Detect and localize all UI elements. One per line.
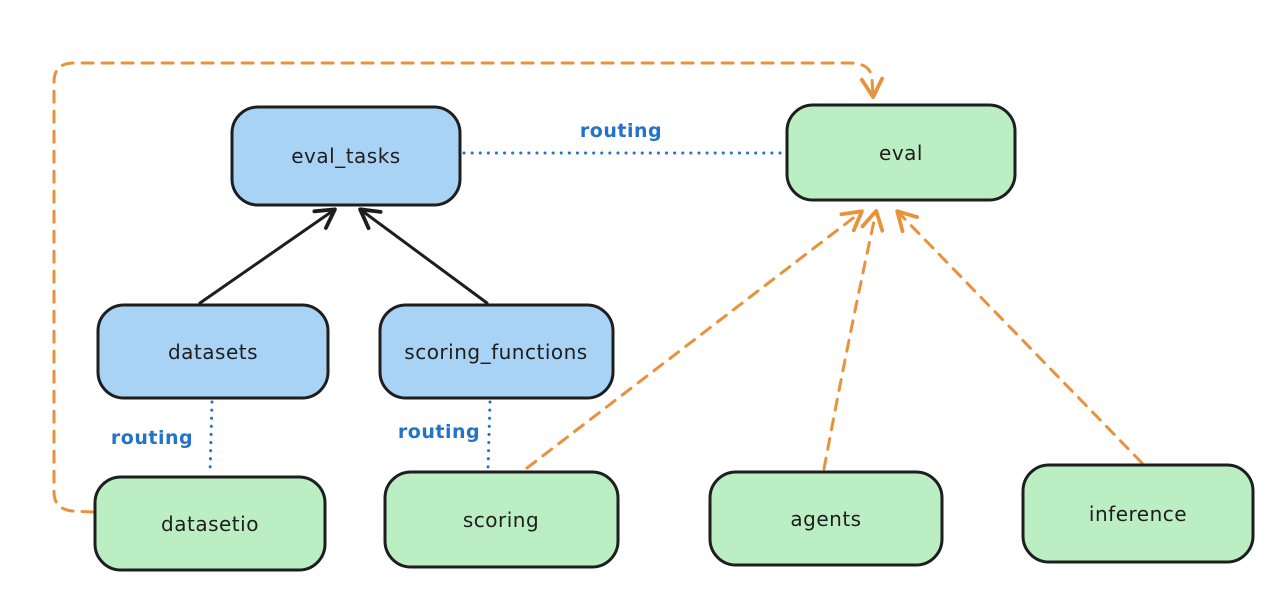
node-scoring-functions: scoring_functions [378,303,615,400]
node-scoring-box [383,470,620,569]
node-eval-tasks-box [230,105,462,207]
node-scoring: scoring [383,470,620,569]
node-datasetio-box [93,475,327,572]
node-scoring-functions-label: scoring_functions [404,340,587,364]
edge-scoring-functions-to-eval-tasks [358,207,489,305]
routing-label-top: routing [580,120,662,142]
node-datasetio: datasetio [93,475,327,572]
node-eval-tasks-label: eval_tasks [291,144,400,168]
node-inference-box [1021,463,1255,564]
edge-datasets-to-eval-tasks [198,207,337,305]
edge-inference-to-eval [895,209,1144,465]
node-scoring-label: scoring [463,508,539,532]
edge-scoring-functions-to-scoring [486,400,492,470]
node-agents-box [708,470,944,567]
node-agents-label: agents [790,507,861,531]
node-eval-tasks: eval_tasks [230,105,462,207]
routing-label-datasetio: routing [111,427,193,449]
node-datasets: datasets [96,303,330,400]
node-eval-label: eval [879,141,923,165]
node-eval-box [785,103,1017,202]
node-datasetio-label: datasetio [161,512,259,536]
edge-datasetio-to-eval [52,61,885,514]
node-inference: inference [1021,463,1255,564]
routing-label-scoring: routing [398,421,480,443]
edge-agents-to-eval [822,208,885,471]
node-datasets-box [96,303,330,400]
node-eval: eval [785,103,1017,202]
node-scoring-functions-box [378,303,615,400]
node-agents: agents [708,470,944,567]
node-inference-label: inference [1089,502,1187,526]
edge-datasets-to-datasetio [208,400,214,475]
node-datasets-label: datasets [168,340,258,364]
edge-scoring-to-eval [525,209,864,470]
